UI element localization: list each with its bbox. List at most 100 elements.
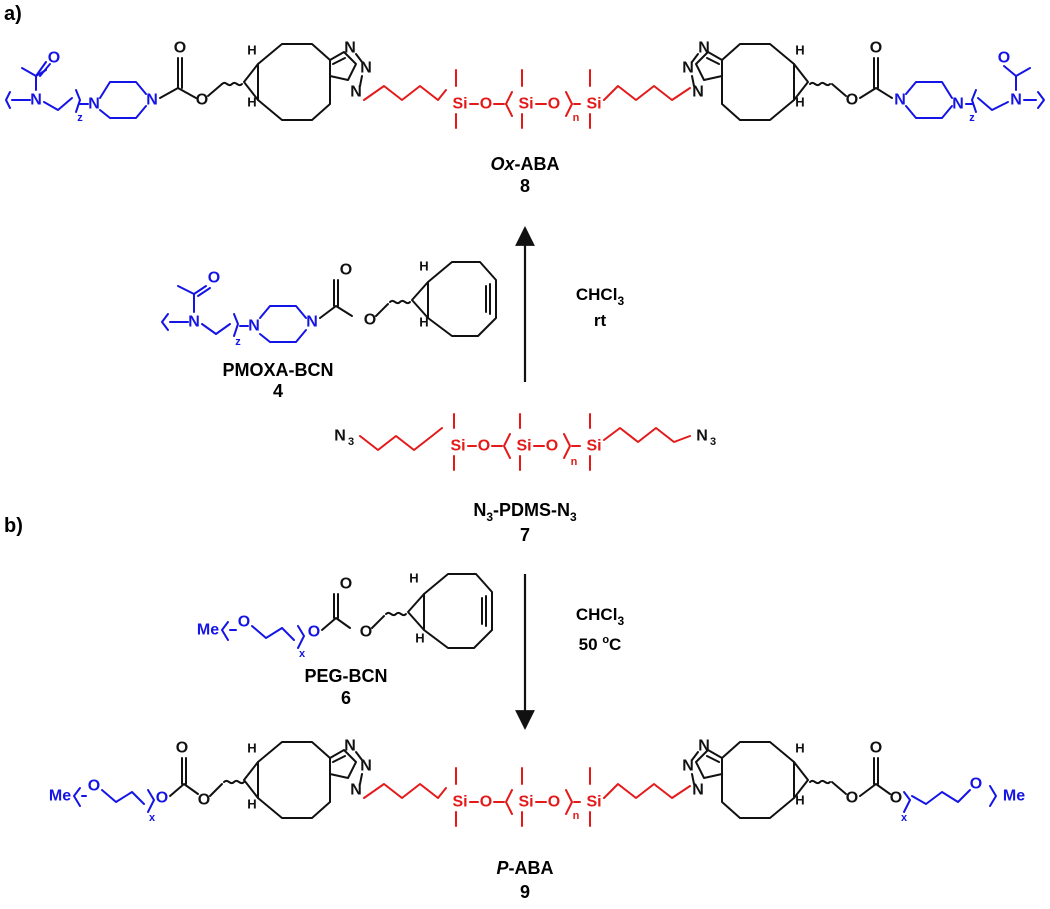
- condition-bottom-solvent: CHCl3: [576, 605, 625, 628]
- svg-text:Me: Me: [1003, 788, 1025, 805]
- svg-text:H: H: [795, 741, 804, 756]
- svg-text:N: N: [952, 96, 964, 113]
- svg-text:H: H: [409, 571, 418, 586]
- n3-pdms-n3-structure: N 3 Si O Si O n Si N 3: [334, 413, 716, 471]
- svg-text:N: N: [30, 92, 42, 109]
- svg-text:O: O: [174, 40, 186, 57]
- svg-text:N: N: [188, 314, 200, 331]
- svg-text:Si: Si: [518, 794, 533, 811]
- pmoxa-bcn-number: 4: [273, 381, 283, 401]
- svg-text:H: H: [795, 793, 804, 808]
- svg-text:N: N: [88, 96, 100, 113]
- carbonate-left: O O: [169, 740, 245, 809]
- svg-text:H: H: [419, 315, 428, 330]
- svg-text:x: x: [149, 812, 156, 824]
- bcn-triazole-left-bottom: H H N N N: [243, 738, 372, 819]
- svg-text:Si: Si: [586, 794, 601, 811]
- svg-text:H: H: [795, 43, 804, 58]
- n3-pdms-n3-number: 7: [520, 525, 530, 545]
- svg-text:x: x: [901, 812, 908, 824]
- svg-text:N: N: [698, 738, 710, 755]
- svg-text:H: H: [795, 95, 804, 110]
- svg-text:z: z: [969, 112, 975, 124]
- svg-text:O: O: [176, 740, 188, 757]
- peg-bcn-structure: Me O x O O O H H: [197, 571, 493, 660]
- svg-text:O: O: [198, 792, 210, 809]
- svg-text:O: O: [998, 50, 1010, 67]
- panel-label-a: a): [4, 3, 22, 25]
- svg-text:O: O: [48, 50, 60, 67]
- svg-text:O: O: [970, 776, 982, 793]
- carbonate-right: O O O: [809, 740, 902, 807]
- pmoxa-left-chain: N O z N N: [5, 50, 158, 124]
- svg-text:3: 3: [348, 436, 354, 448]
- svg-text:N: N: [334, 428, 346, 445]
- svg-text:O: O: [480, 794, 492, 811]
- svg-text:O: O: [88, 778, 100, 795]
- svg-text:Me: Me: [49, 788, 71, 805]
- svg-text:N: N: [350, 84, 362, 101]
- condition-bottom-temp: 50 oC: [579, 634, 622, 654]
- svg-text:O: O: [548, 96, 560, 113]
- svg-text:N: N: [360, 758, 372, 775]
- bcn-triazole-left: H H N N N: [243, 40, 372, 121]
- svg-text:H: H: [247, 741, 256, 756]
- svg-text:n: n: [573, 810, 580, 822]
- svg-text:N: N: [350, 782, 362, 799]
- carbamate-left: O O: [159, 40, 243, 109]
- svg-text:Si: Si: [452, 794, 467, 811]
- svg-text:O: O: [156, 790, 168, 807]
- svg-text:O: O: [870, 740, 882, 757]
- pmoxa-right-chain: N N z N O: [894, 50, 1045, 124]
- condition-top-temp: rt: [594, 311, 607, 330]
- pmoxa-bcn-label: PMOXA-BCN: [223, 360, 334, 380]
- pmoxa-bcn-structure: N O z N N O O H H: [161, 259, 497, 348]
- ox-aba-label: Ox-ABA: [490, 154, 559, 174]
- p-aba-number: 9: [520, 882, 530, 902]
- svg-text:H: H: [419, 259, 428, 274]
- svg-text:O: O: [196, 92, 208, 109]
- svg-text:N: N: [360, 60, 372, 77]
- svg-text:x: x: [299, 648, 306, 660]
- ox-aba-number: 8: [520, 176, 530, 196]
- svg-text:Si: Si: [586, 438, 601, 455]
- svg-text:n: n: [571, 456, 578, 468]
- svg-text:H: H: [247, 43, 256, 58]
- svg-text:N: N: [1010, 92, 1022, 109]
- ox-aba-structure: N O z N N O O H H: [5, 40, 1045, 129]
- svg-text:O: O: [478, 438, 490, 455]
- svg-text:N: N: [894, 92, 906, 109]
- svg-text:O: O: [340, 576, 352, 593]
- svg-text:N: N: [146, 92, 158, 109]
- svg-text:H: H: [247, 95, 256, 110]
- svg-text:O: O: [340, 262, 352, 279]
- svg-text:O: O: [548, 794, 560, 811]
- svg-text:Si: Si: [586, 96, 601, 113]
- svg-text:O: O: [480, 96, 492, 113]
- peg-bcn-number: 6: [341, 688, 351, 708]
- condition-top-solvent: CHCl3: [576, 285, 625, 308]
- svg-text:O: O: [870, 40, 882, 57]
- svg-text:n: n: [573, 112, 580, 124]
- svg-text:Si: Si: [518, 96, 533, 113]
- svg-text:O: O: [846, 790, 858, 807]
- svg-text:N: N: [344, 738, 356, 755]
- svg-text:N: N: [692, 84, 704, 101]
- svg-text:O: O: [360, 624, 372, 641]
- carbamate-right: O O: [809, 40, 893, 109]
- peg-left-chain: Me O x O: [49, 778, 168, 825]
- peg-bcn-label: PEG-BCN: [304, 666, 387, 686]
- panel-label-b: b): [4, 515, 23, 537]
- svg-text:N: N: [692, 782, 704, 799]
- p-aba-label: P-ABA: [496, 858, 553, 878]
- p-aba-structure: Me O x O O O H H N N N: [49, 738, 1025, 827]
- svg-text:N: N: [698, 40, 710, 57]
- svg-text:z: z: [77, 112, 83, 124]
- svg-text:O: O: [546, 438, 558, 455]
- svg-text:O: O: [308, 624, 320, 641]
- svg-text:N: N: [344, 40, 356, 57]
- peg-right-chain: x O Me: [901, 776, 1025, 825]
- pdms-block-top: Si O Si O n Si: [363, 69, 691, 129]
